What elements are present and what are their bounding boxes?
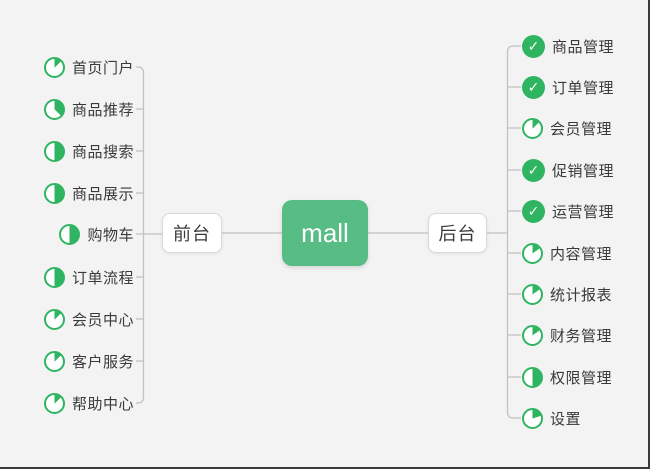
progress-pie-icon	[522, 366, 543, 388]
progress-pie-icon	[522, 324, 543, 346]
topic-product-search[interactable]: 商品搜索	[0, 138, 134, 164]
topic-home-portal[interactable]: 首页门户	[0, 54, 134, 80]
topic-label: 会员中心	[71, 311, 134, 329]
topic-label: 统计报表	[550, 286, 613, 304]
topic-label: 客户服务	[71, 353, 134, 371]
topic-settings[interactable]: 设置	[522, 405, 648, 431]
topic-label: 会员管理	[550, 120, 613, 138]
topic-label: 设置	[550, 410, 582, 428]
topic-label: 财务管理	[550, 327, 613, 345]
progress-pie-icon	[522, 407, 543, 429]
progress-pie-icon	[43, 98, 65, 120]
topic-content-mgmt[interactable]: 内容管理	[522, 240, 648, 266]
topic-member-mgmt[interactable]: 会员管理	[522, 115, 648, 141]
progress-pie-icon	[43, 56, 65, 78]
topic-label: 运营管理	[552, 203, 615, 221]
topic-customer-service[interactable]: 客户服务	[0, 348, 134, 374]
progress-pie-icon	[522, 117, 543, 139]
topic-statistics-report[interactable]: 统计报表	[522, 281, 648, 307]
topic-label: 订单流程	[71, 269, 134, 287]
topic-operation-mgmt[interactable]: ✓ 运营管理	[522, 198, 648, 224]
check-icon: ✓	[522, 158, 545, 182]
progress-pie-icon	[522, 283, 543, 305]
progress-pie-icon	[43, 392, 65, 414]
root-node-mall[interactable]: mall	[282, 200, 368, 266]
branch-node-frontend[interactable]: 前台	[162, 213, 222, 253]
topic-product-display[interactable]: 商品展示	[0, 180, 134, 206]
progress-pie-icon	[43, 182, 65, 204]
progress-pie-icon	[43, 140, 65, 162]
branch-node-backend[interactable]: 后台	[428, 213, 487, 253]
progress-pie-icon	[43, 308, 65, 330]
topic-shopping-cart[interactable]: 购物车	[0, 221, 134, 247]
check-icon: ✓	[522, 75, 545, 99]
branch-node-label: 后台	[438, 224, 477, 244]
topic-label: 帮助中心	[71, 395, 134, 413]
topic-help-center[interactable]: 帮助中心	[0, 390, 134, 416]
topic-product-recommend[interactable]: 商品推荐	[0, 96, 134, 122]
topic-finance-mgmt[interactable]: 财务管理	[522, 322, 648, 348]
topic-label: 订单管理	[552, 79, 615, 97]
branch-node-label: 前台	[173, 224, 211, 244]
topic-label: 商品推荐	[71, 101, 134, 119]
topic-permission-mgmt[interactable]: 权限管理	[522, 364, 648, 390]
progress-pie-icon	[522, 242, 543, 264]
progress-pie-icon	[43, 266, 65, 288]
topic-label: 权限管理	[550, 369, 613, 387]
check-icon: ✓	[522, 34, 545, 58]
progress-pie-icon	[59, 223, 81, 245]
topic-product-mgmt[interactable]: ✓ 商品管理	[522, 33, 648, 59]
topic-order-flow[interactable]: 订单流程	[0, 264, 134, 290]
topic-label: 商品搜索	[71, 143, 134, 161]
progress-pie-icon	[43, 350, 65, 372]
topic-label: 促销管理	[552, 162, 615, 180]
check-icon: ✓	[522, 199, 545, 223]
topic-label: 首页门户	[71, 59, 134, 77]
topic-label: 商品展示	[71, 185, 134, 203]
topic-label: 商品管理	[552, 38, 615, 56]
root-node-label: mall	[301, 217, 349, 248]
topic-label: 内容管理	[550, 245, 613, 263]
topic-label: 购物车	[87, 226, 134, 244]
topic-promotion-mgmt[interactable]: ✓ 促销管理	[522, 157, 648, 183]
topic-member-center[interactable]: 会员中心	[0, 306, 134, 332]
topic-order-mgmt[interactable]: ✓ 订单管理	[522, 74, 648, 100]
